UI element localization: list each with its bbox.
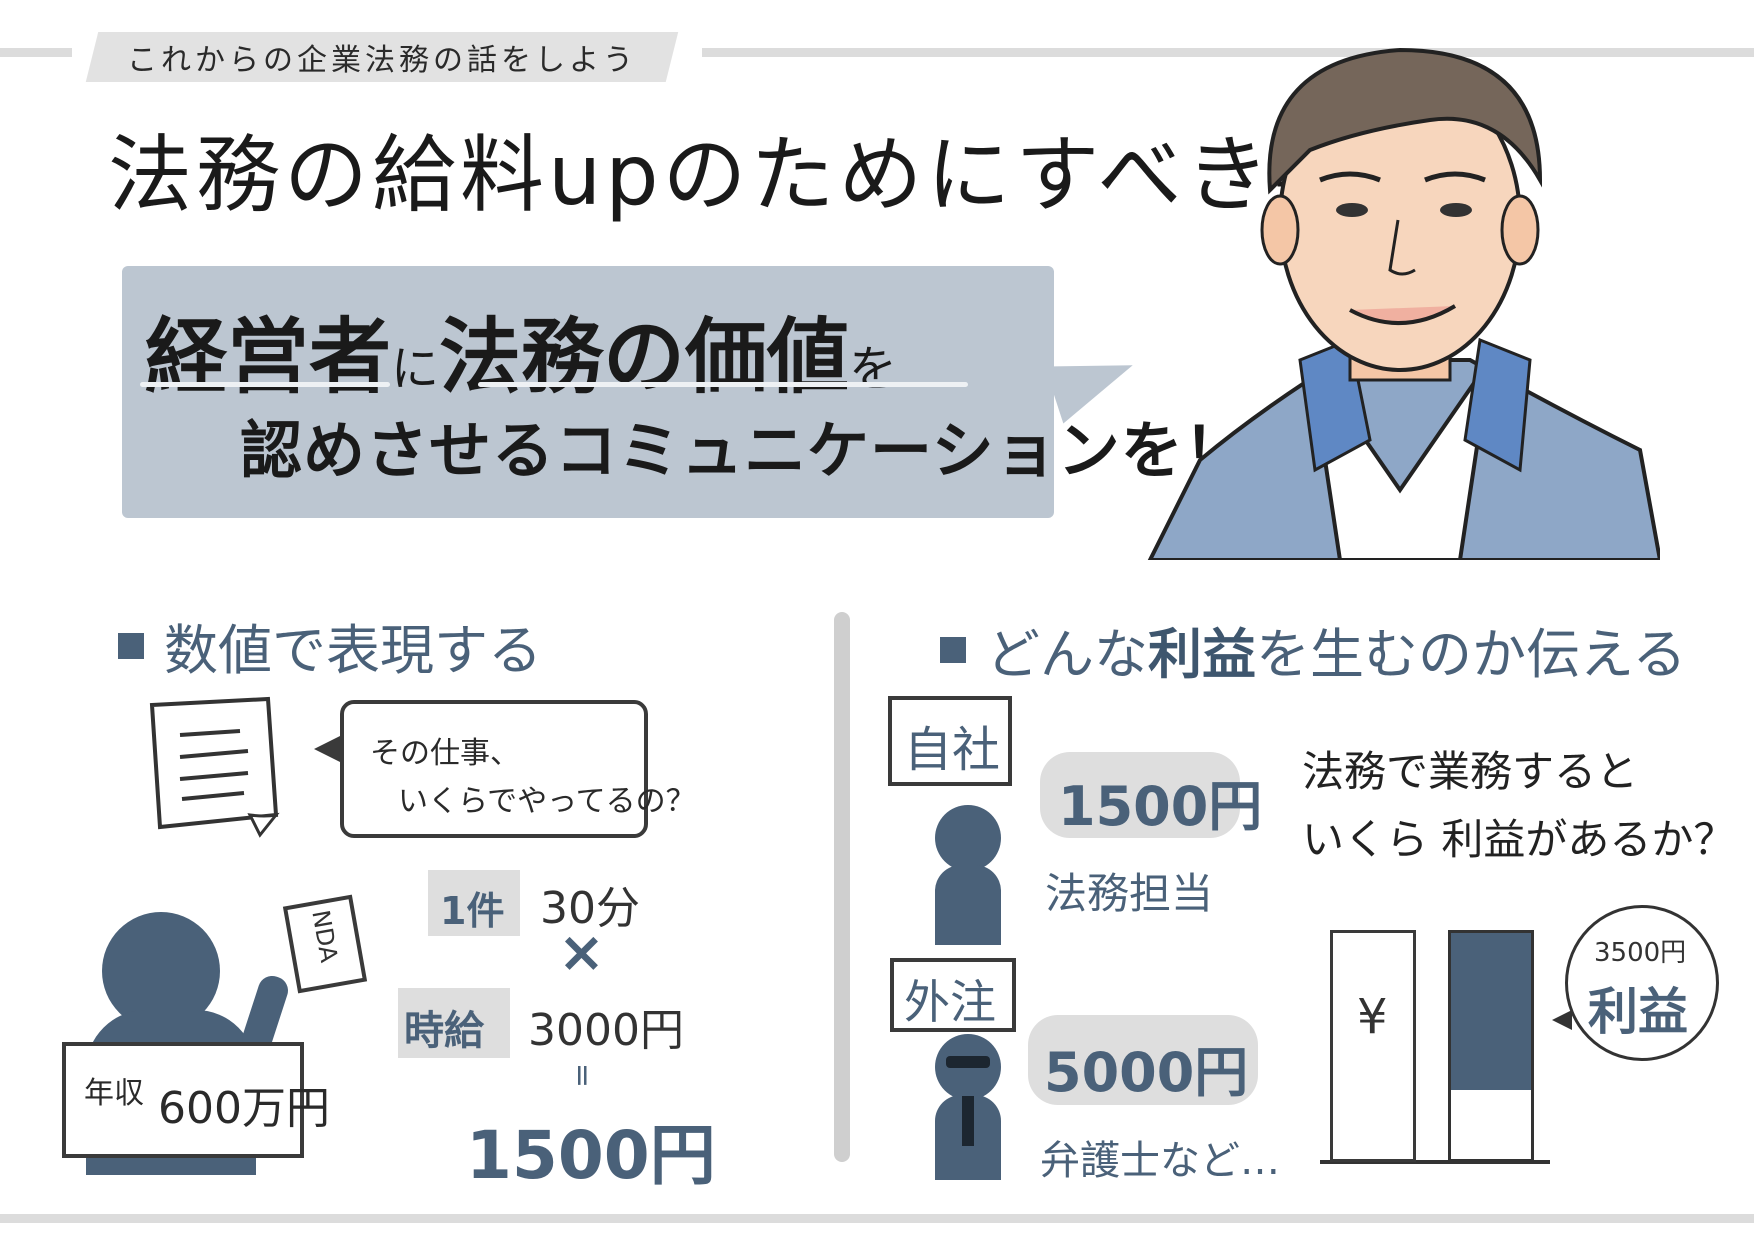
- ear-right: [1500, 194, 1540, 266]
- profit-callout-tail: [1552, 1010, 1572, 1030]
- section-heading-numbers-text: 数値で表現する: [164, 619, 542, 682]
- nda-paper: NDA: [282, 894, 368, 994]
- section-heading-profit: どんな利益を生むのか伝える: [940, 610, 1686, 689]
- particle-wo: を: [849, 341, 898, 397]
- profit-question-line-2: いくら 利益があるか？: [1302, 815, 1736, 864]
- income-value: 600万円: [158, 1083, 330, 1134]
- footer-rule: [0, 1214, 1754, 1223]
- profit-callout: [1565, 905, 1719, 1061]
- keyword-legal-value: 法務の価値: [439, 310, 850, 405]
- inhouse-role: 法務担当: [1045, 869, 1214, 918]
- underline-executive: [140, 382, 390, 387]
- calc-value-1: 30分: [540, 883, 640, 934]
- outsource-price: 5000円: [1044, 1041, 1249, 1104]
- outsource-role: 弁護士など…: [1040, 1138, 1280, 1184]
- header-rule-left: [0, 48, 72, 57]
- document-icon: [149, 696, 280, 838]
- question-line-2: いくらでやってるの？: [398, 784, 696, 819]
- nose: [1388, 219, 1416, 276]
- particle-ni: に: [391, 341, 440, 397]
- section-heading-numbers: 数値で表現する: [118, 606, 542, 685]
- profit-value: 3500円: [1594, 938, 1687, 968]
- bubble-line-2: 認めさせるコミュニケーションを！: [240, 414, 1247, 487]
- calc-times-sign: ×: [558, 920, 605, 985]
- eyebrow-left: [1319, 171, 1381, 183]
- income-label: 年収: [84, 1076, 144, 1111]
- header-tag: これからの企業法務の話をしよう: [85, 32, 679, 82]
- heading-profit-pre: どんな: [986, 623, 1148, 686]
- underline-legal-value: [478, 382, 968, 387]
- eye-right: [1440, 203, 1472, 217]
- profit-bar-fill: [1451, 933, 1531, 1090]
- inhouse-label-box: 自社: [888, 696, 1012, 786]
- profit-question-line-1: 法務で業務すると: [1302, 747, 1639, 796]
- calc-tag-1-bg: [428, 870, 520, 936]
- nda-label: NDA: [306, 907, 343, 965]
- yen-symbol: ¥: [1357, 989, 1388, 1045]
- inhouse-person-head: [935, 805, 1001, 871]
- section-divider: [834, 612, 850, 1162]
- question-speech-box: [340, 700, 648, 838]
- eyebrow-right: [1424, 171, 1486, 183]
- jacket: [1147, 358, 1660, 560]
- income-card: 年収 600万円: [62, 1042, 330, 1158]
- page-title: 法務の給料upのためにすべき事: [108, 126, 1362, 224]
- profit-label: 利益: [1588, 983, 1688, 1041]
- inhouse-label: 自社: [904, 722, 1001, 778]
- outsource-sunglasses: [946, 1056, 990, 1068]
- calc-value-2: 3000円: [528, 1005, 684, 1056]
- inhouse-price-bg: [1040, 752, 1240, 838]
- header-tag-text: これからの企業法務の話をしよう: [127, 43, 637, 78]
- calc-tag-1: 1件: [440, 889, 505, 933]
- calc-tag-2-bg: [398, 988, 510, 1058]
- heading-bullet: [940, 636, 966, 663]
- collar-right: [1463, 337, 1532, 473]
- outsource-tie: [962, 1096, 974, 1146]
- hair: [1267, 47, 1543, 195]
- ear-left: [1260, 194, 1300, 266]
- question-speech-tail: [314, 735, 342, 763]
- shirt: [1308, 358, 1492, 560]
- calc-tag-2: 時給: [404, 1008, 484, 1054]
- question-line-1: その仕事、: [370, 736, 520, 771]
- mouth: [1349, 304, 1457, 326]
- inhouse-price: 1500円: [1058, 775, 1263, 838]
- outsource-label-box: 外注: [890, 958, 1016, 1032]
- speech-bubble: [122, 266, 1054, 518]
- keyword-executive: 経営者: [145, 310, 392, 405]
- header-rule-right: [702, 48, 1754, 57]
- eye-left: [1336, 203, 1368, 217]
- inhouse-person-body: [935, 865, 1001, 945]
- heading-profit-bold: 利益: [1148, 623, 1256, 686]
- bubble-line-1: 経営者に法務の価値を: [145, 290, 897, 409]
- calc-result: 1500円: [466, 1117, 716, 1194]
- outsource-price-bg: [1028, 1015, 1258, 1105]
- chart-baseline: [1320, 1160, 1550, 1164]
- heading-profit-post: を生むのか伝える: [1256, 623, 1687, 686]
- outsource-label: 外注: [904, 975, 996, 1029]
- heading-bullet: [118, 632, 144, 659]
- portrait-illustration: [1147, 47, 1660, 560]
- cost-bar: ¥: [1330, 930, 1416, 1162]
- calc-equals-sign: =: [565, 1062, 601, 1089]
